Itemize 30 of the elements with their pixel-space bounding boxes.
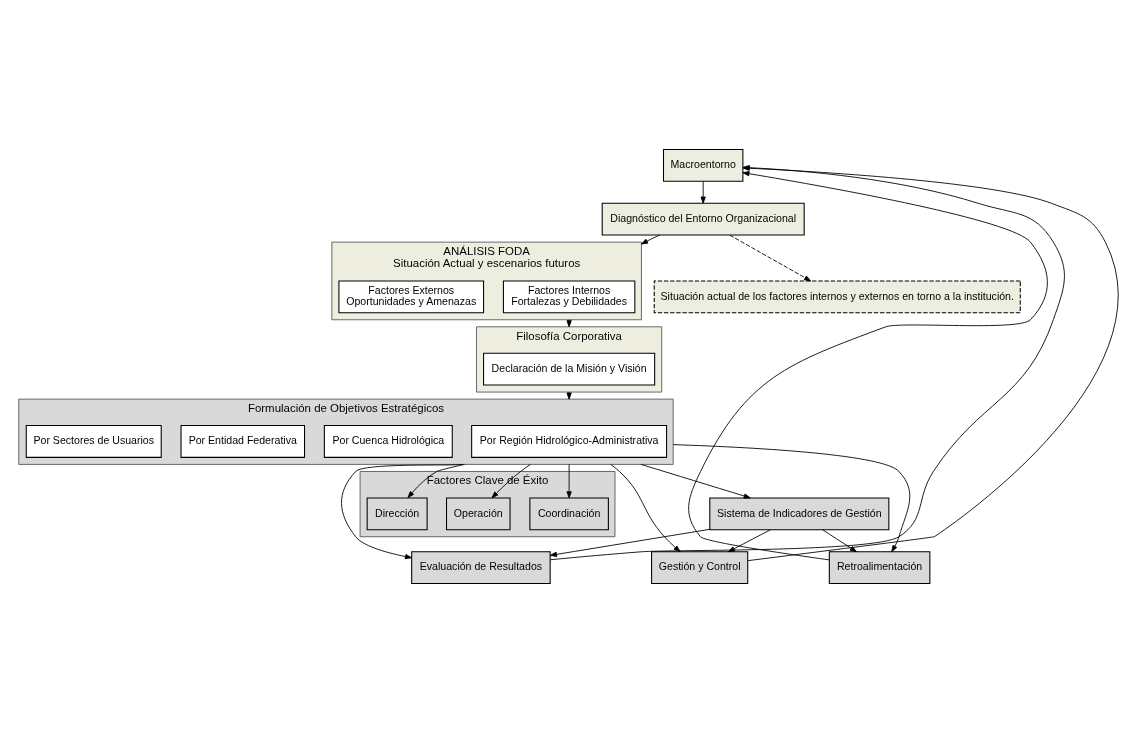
node-box: Retroalimentación [828, 551, 931, 584]
arrow [549, 165, 1065, 561]
node-box: Dirección [366, 497, 428, 531]
node-box: Situación actual de los factores internos y externos en torno a la institución. [653, 280, 1021, 314]
node-box: Operación [446, 497, 511, 531]
arrow [742, 165, 1118, 562]
arrow [688, 171, 1048, 561]
arrow [729, 234, 812, 282]
arrow [700, 180, 706, 204]
node-box: Sistema de Indicadores de Gestión [709, 497, 890, 531]
node-box: Macroentorno [662, 149, 744, 182]
arrow [549, 528, 711, 557]
node-box: Evaluación de Resultados [411, 551, 551, 584]
node-box: Por Cuenca Hidrológica [323, 425, 453, 458]
node-box: Declaración de la Misión y Visión [483, 352, 656, 386]
node-box: Coordinación [529, 497, 609, 531]
node-box: Factores Internos Fortalezas y Debilidades [502, 280, 636, 314]
arrow [407, 463, 465, 499]
node-box: Diagnóstico del Entorno Organizacional [601, 202, 805, 236]
arrow [341, 463, 463, 560]
arrow [491, 463, 531, 499]
arrow [566, 463, 572, 499]
node-box: Factores Externos Oportunidades y Amenazas [338, 280, 485, 314]
arrow [641, 234, 661, 245]
node-box: Por Sectores de Usuarios [25, 425, 162, 458]
arrow [822, 529, 857, 553]
node-box: Por Entidad Federativa [180, 425, 306, 458]
node-box: Gestión y Control [651, 551, 749, 584]
node-box: Por Región Hidrológico-Administrativa [471, 425, 668, 458]
arrow [640, 463, 751, 499]
